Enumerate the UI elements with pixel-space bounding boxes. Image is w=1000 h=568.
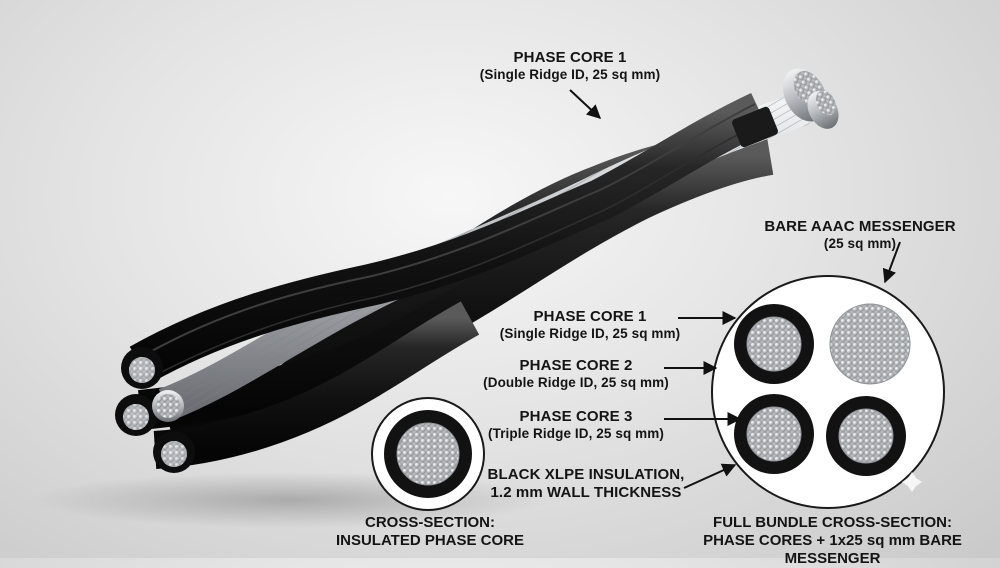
- bundle-core-1-label: PHASE CORE 1 (Single Ridge ID, 25 sq mm): [490, 308, 690, 343]
- messenger-spec: (25 sq mm): [823, 236, 897, 252]
- insulation-line-1: BLACK XLPE INSULATION,: [487, 466, 685, 483]
- bundle-messenger: [829, 303, 911, 385]
- bundle-core-2-label: PHASE CORE 2 (Double Ridge ID, 25 sq mm): [476, 357, 676, 392]
- messenger-label: BARE AAAC MESSENGER (25 sq mm): [740, 218, 980, 253]
- ridge-line: [149, 123, 761, 379]
- top-phase-core-1-title: PHASE CORE 1: [513, 49, 627, 66]
- sparkle-icon: [902, 472, 922, 492]
- bundle-section-caption: FULL BUNDLE CROSS-SECTION: PHASE CORES +…: [670, 514, 995, 568]
- single-section-caption: CROSS-SECTION: INSULATED PHASE CORE: [320, 514, 540, 550]
- bundle-cross-section: [711, 275, 945, 509]
- cable-cut-ends: [115, 347, 195, 473]
- bundle-core-2-spec: (Double Ridge ID, 25 sq mm): [483, 375, 669, 391]
- leader-arrows: [569, 89, 901, 489]
- single-core-cross-section: [371, 397, 485, 511]
- single-section-caption-line-1: CROSS-SECTION:: [364, 514, 495, 531]
- bundle-core-2-title: PHASE CORE 2: [519, 357, 633, 374]
- bundle-core-2: [734, 394, 814, 474]
- single-section-caption-line-2: INSULATED PHASE CORE: [335, 532, 525, 549]
- exposed-conductors: [732, 68, 839, 148]
- bundle-core-1-title: PHASE CORE 1: [533, 308, 647, 325]
- top-phase-core-1-spec: (Single Ridge ID, 25 sq mm): [479, 67, 661, 83]
- bundle-core-3-title: PHASE CORE 3: [519, 408, 633, 425]
- ridge-line: [149, 103, 756, 353]
- bundle-core-3: [826, 396, 906, 476]
- phase-core-cable-front: [153, 301, 480, 469]
- arrow-insulation: [683, 463, 737, 489]
- insulation-label: BLACK XLPE INSULATION, 1.2 mm WALL THICK…: [486, 466, 686, 503]
- bundle-core-3-spec: (Triple Ridge ID, 25 sq mm): [488, 426, 664, 442]
- bundle-section-caption-line-1: FULL BUNDLE CROSS-SECTION:: [713, 514, 952, 531]
- twisted-cable-bundle: [115, 68, 839, 473]
- bundle-core-1-spec: (Single Ridge ID, 25 sq mm): [499, 326, 681, 342]
- arrow-messenger: [882, 241, 901, 284]
- bundle-section-caption-line-2: PHASE CORES + 1x25 sq mm BARE MESSENGER: [703, 532, 962, 567]
- phase-core-1-cable: [129, 92, 769, 384]
- arrow-phase-core-1-top: [569, 89, 602, 119]
- phase-core-2-cable: [138, 135, 774, 430]
- top-phase-core-1-label: PHASE CORE 1 (Single Ridge ID, 25 sq mm): [450, 49, 690, 84]
- messenger-title: BARE AAAC MESSENGER: [764, 218, 956, 235]
- bundle-core-1: [734, 304, 814, 384]
- bundle-core-3-label: PHASE CORE 3 (Triple Ridge ID, 25 sq mm): [476, 408, 676, 443]
- insulation-line-2: 1.2 mm WALL THICKNESS: [490, 484, 682, 502]
